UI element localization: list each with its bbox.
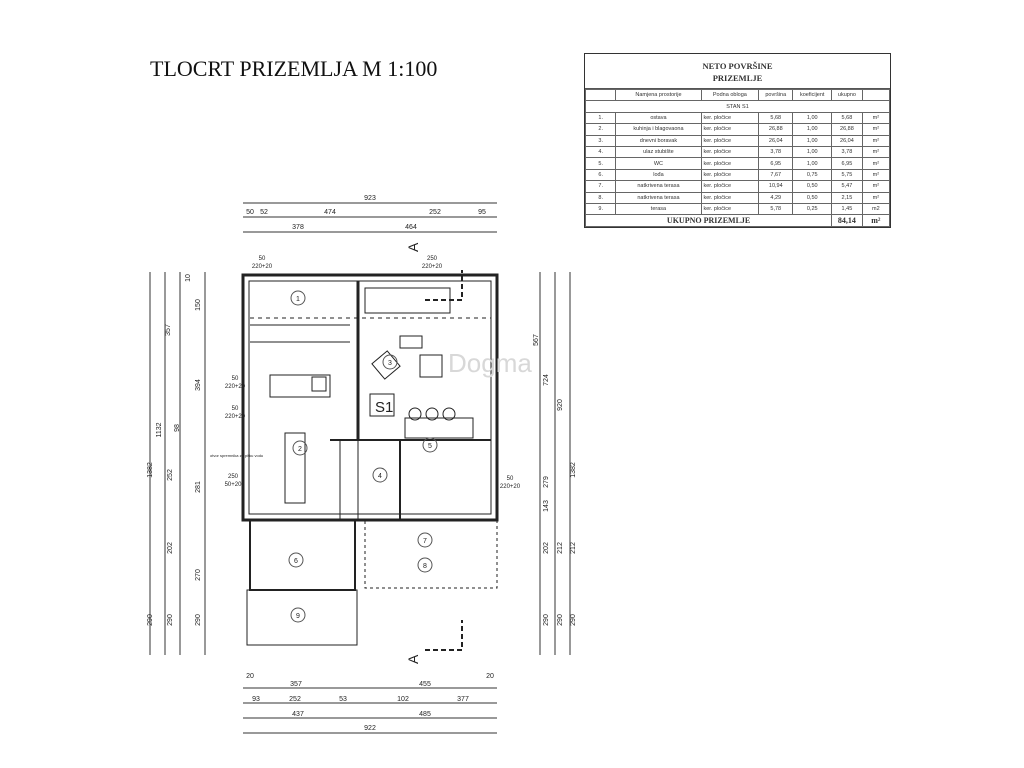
window-width-label: 50 xyxy=(259,256,266,262)
room-number-marker xyxy=(372,467,388,483)
room-number-marker xyxy=(288,552,304,568)
area-table: NETO POVRŠINE PRIZEMLJE Namjena prostorij… xyxy=(584,53,891,228)
dimension-label: 50 xyxy=(246,209,254,216)
dimension-label: 93 xyxy=(252,696,260,703)
area-table-grid: Namjena prostorije Podna obloga površina… xyxy=(584,88,891,227)
dimension-label: 202 xyxy=(167,542,174,554)
dimension-label: 437 xyxy=(292,711,304,718)
dimension-lines xyxy=(149,202,571,734)
total-row: UKUPNO PRIZEMLJE 84,14 m² xyxy=(584,214,891,227)
dimension-label: 455 xyxy=(419,681,431,688)
dimension-label: 920 xyxy=(557,399,564,411)
dimension-label: 357 xyxy=(290,681,302,688)
dimension-label: 20 xyxy=(486,673,494,680)
dimension-label: 922 xyxy=(364,725,376,732)
dimension-label: 377 xyxy=(457,696,469,703)
room-number-marker xyxy=(422,437,438,453)
window-height-label: 50+20 xyxy=(225,482,243,488)
dimension-label: 394 xyxy=(195,379,202,391)
dimension-label: 290 xyxy=(557,614,564,626)
window-width-label: 50 xyxy=(507,476,514,482)
dimension-label: 290 xyxy=(543,614,550,626)
dimension-label: 20 xyxy=(246,673,254,680)
dimension-label: 1382 xyxy=(570,462,577,478)
window-width-label: 250 xyxy=(427,256,438,262)
window-width-label: 50 xyxy=(232,406,239,412)
section-marker-bottom: A xyxy=(405,654,421,664)
dimension-label: 252 xyxy=(429,209,441,216)
dimension-label: 1132 xyxy=(156,422,163,437)
table-title: NETO POVRŠINE xyxy=(702,61,773,71)
total-unit: m² xyxy=(861,214,891,227)
window-width-label: 50 xyxy=(232,376,239,382)
room-number: 2 xyxy=(298,446,302,453)
walls xyxy=(241,270,499,651)
room-number: 1 xyxy=(296,296,300,303)
dimension-label: 485 xyxy=(419,711,431,718)
dimension-label: 567 xyxy=(533,334,540,346)
room-number-marker xyxy=(292,440,308,456)
table-header: NETO POVRŠINE PRIZEMLJE xyxy=(585,54,890,89)
dimension-label: 202 xyxy=(543,542,550,554)
drawing-title: TLOCRT PRIZEMLJA M 1:100 xyxy=(150,56,438,81)
window-height-label: 220+20 xyxy=(422,264,443,270)
dimension-label: 10 xyxy=(185,274,192,282)
dimension-label: 252 xyxy=(289,696,301,703)
dimension-label: 290 xyxy=(195,614,202,626)
dimension-label: 98 xyxy=(174,424,181,432)
dimension-label: 281 xyxy=(195,481,202,493)
dimension-label: 378 xyxy=(292,224,304,231)
window-height-label: 220+20 xyxy=(225,414,246,420)
dimension-label: 52 xyxy=(260,209,268,216)
watermark-logo: Dogma xyxy=(448,348,532,378)
window-height-label: 220+20 xyxy=(225,384,246,390)
dimension-label: 279 xyxy=(543,476,550,488)
room-number: 6 xyxy=(294,558,298,565)
room-number-marker xyxy=(290,290,306,306)
dimension-label: 290 xyxy=(167,614,174,626)
dimension-label: 53 xyxy=(339,696,347,703)
dimension-label: 1382 xyxy=(147,462,154,478)
dimension-label: 724 xyxy=(543,374,550,386)
room-number: 8 xyxy=(423,563,427,570)
dimension-label: 474 xyxy=(324,209,336,216)
room-number-marker xyxy=(417,557,433,573)
unit-label: S1 xyxy=(375,399,393,416)
table-cell: m² xyxy=(861,157,891,170)
window-width-label: 250 xyxy=(228,474,239,480)
room-number: 7 xyxy=(423,538,427,545)
dimension-label: 252 xyxy=(167,469,174,481)
total-value: 84,14 xyxy=(831,214,863,227)
room-number: 9 xyxy=(296,613,300,620)
room-number-marker xyxy=(417,532,433,548)
dimension-label: 212 xyxy=(557,542,564,554)
dimension-label: 95 xyxy=(478,209,486,216)
room-number: 3 xyxy=(388,360,392,367)
room-number: 5 xyxy=(428,443,432,450)
window-height-label: 220+20 xyxy=(500,484,521,490)
room-number-marker xyxy=(290,607,306,623)
dimension-label: 923 xyxy=(364,195,376,202)
dimension-label: 212 xyxy=(570,542,577,554)
table-subtitle: PRIZEMLJE xyxy=(712,73,763,83)
dimension-label: 143 xyxy=(543,500,550,512)
dimension-label: 270 xyxy=(195,569,202,581)
dimension-label: 290 xyxy=(147,614,154,626)
dimension-label: 102 xyxy=(397,696,409,703)
window-height-label: 220+20 xyxy=(252,264,273,270)
section-marker-top: A xyxy=(405,242,421,252)
dimension-label: 357 xyxy=(165,324,172,336)
room-number: 4 xyxy=(378,473,382,480)
dimension-label: 464 xyxy=(405,224,417,231)
dimension-label: 290 xyxy=(570,614,577,626)
dimension-label: 150 xyxy=(195,299,202,311)
room-number-marker xyxy=(382,354,398,370)
water-tank-note: otvor spremnika za pitku vodu xyxy=(210,453,263,458)
